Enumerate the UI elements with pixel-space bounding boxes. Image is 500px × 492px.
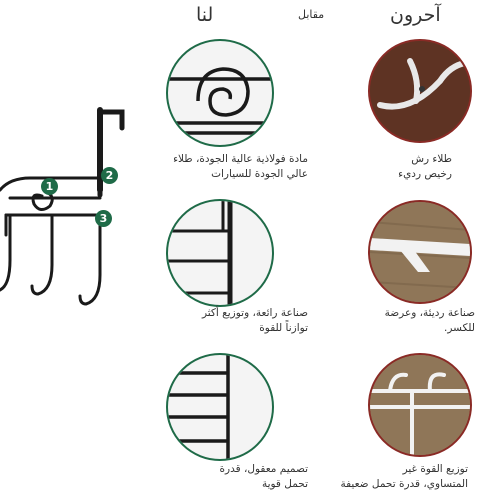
ours-text-1-line1: مادة فولاذية عالية الجودة، طلاء	[173, 153, 308, 165]
ours-text-3-line1: تصميم معقول، قدرة	[219, 463, 308, 475]
others-text-1: طلاء رش رخيص رديء	[360, 152, 452, 182]
versus-label: مقابل	[298, 8, 325, 21]
others-text-1-line1: طلاء رش	[411, 153, 452, 165]
others-text-1-line2: رخيص رديء	[398, 168, 452, 180]
others-detail-3-image	[368, 353, 472, 457]
ours-header: لنا	[196, 4, 214, 26]
others-text-2-line2: للكسر.	[444, 322, 475, 334]
ours-text-2: صناعة رائعة، وتوزيع أكثر توازناً للقوة	[160, 306, 308, 336]
others-text-2-line1: صناعة رديئة، وعرضة	[384, 307, 475, 319]
ours-text-2-line2: توازناً للقوة	[259, 322, 308, 334]
product-image	[0, 100, 130, 320]
ours-text-2-line1: صناعة رائعة، وتوزيع أكثر	[201, 307, 308, 319]
ours-text-3-line2: تحمل قوية	[261, 478, 308, 490]
ours-text-3: تصميم معقول، قدرة تحمل قوية	[160, 462, 308, 492]
ours-detail-2-image	[166, 199, 274, 307]
others-detail-1-image	[368, 39, 472, 143]
badge-3: 3	[95, 210, 112, 227]
badge-2: 2	[101, 167, 118, 184]
badge-1: 1	[41, 178, 58, 195]
ours-text-1-line2: عالي الجودة للسيارات	[211, 168, 308, 180]
others-text-3-line2: المتساوي، قدرة تحمل ضعيفة	[340, 478, 468, 490]
ours-detail-3-image	[166, 353, 274, 461]
others-text-2: صناعة رديئة، وعرضة للكسر.	[360, 306, 475, 336]
others-text-3-line1: توزيع القوة غير	[402, 463, 468, 475]
ours-text-1: مادة فولاذية عالية الجودة، طلاء عالي الج…	[160, 152, 308, 182]
ours-detail-1-image	[166, 39, 274, 147]
others-text-3: توزيع القوة غير المتساوي، قدرة تحمل ضعيف…	[340, 462, 468, 492]
others-detail-2-image	[368, 200, 472, 304]
others-header: آحرون	[390, 4, 441, 26]
